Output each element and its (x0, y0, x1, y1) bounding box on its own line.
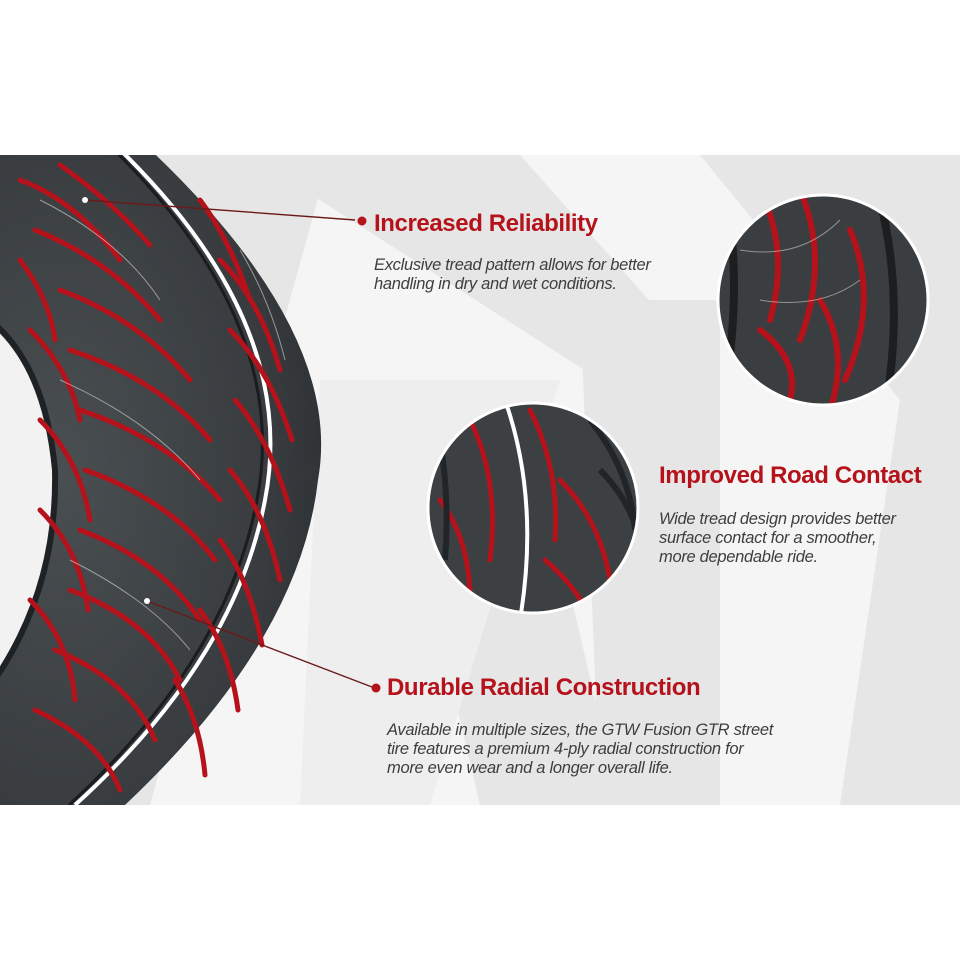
callout-lines (84, 199, 373, 688)
tire-marker-dot-1 (82, 197, 88, 203)
feature-description: Exclusive tread pattern allows for bette… (374, 256, 651, 294)
description-line: Exclusive tread pattern allows for bette… (374, 256, 651, 274)
description-line: Available in multiple sizes, the GTW Fus… (387, 721, 774, 739)
description-line: more even wear and a longer overall life… (387, 759, 673, 777)
description-line: handling in dry and wet conditions. (374, 275, 617, 293)
feature-title: Improved Road Contact (659, 462, 922, 489)
tire-marker-dot-2 (144, 598, 150, 604)
detail-circle-road-contact (426, 401, 640, 615)
feature-durable-radial-construction: Durable Radial Construction Available in… (387, 674, 773, 778)
callout-dot-construction (371, 683, 381, 693)
callout-dot-reliability (357, 216, 367, 226)
feature-description: Available in multiple sizes, the GTW Fus… (387, 721, 773, 778)
description-line: surface contact for a smoother, (659, 529, 877, 547)
feature-improved-road-contact: Improved Road Contact Wide tread design … (659, 462, 922, 567)
detail-circle-reliability (716, 193, 930, 407)
description-line: more dependable ride. (659, 548, 818, 566)
main-tire (0, 155, 322, 805)
description-line: tire features a premium 4-ply radial con… (387, 740, 744, 758)
feature-title: Durable Radial Construction (387, 674, 701, 701)
feature-title: Increased Reliability (374, 210, 598, 237)
feature-increased-reliability: Increased Reliability Exclusive tread pa… (374, 210, 651, 294)
feature-description: Wide tread design provides better surfac… (659, 510, 921, 567)
description-line: Wide tread design provides better (659, 510, 896, 528)
